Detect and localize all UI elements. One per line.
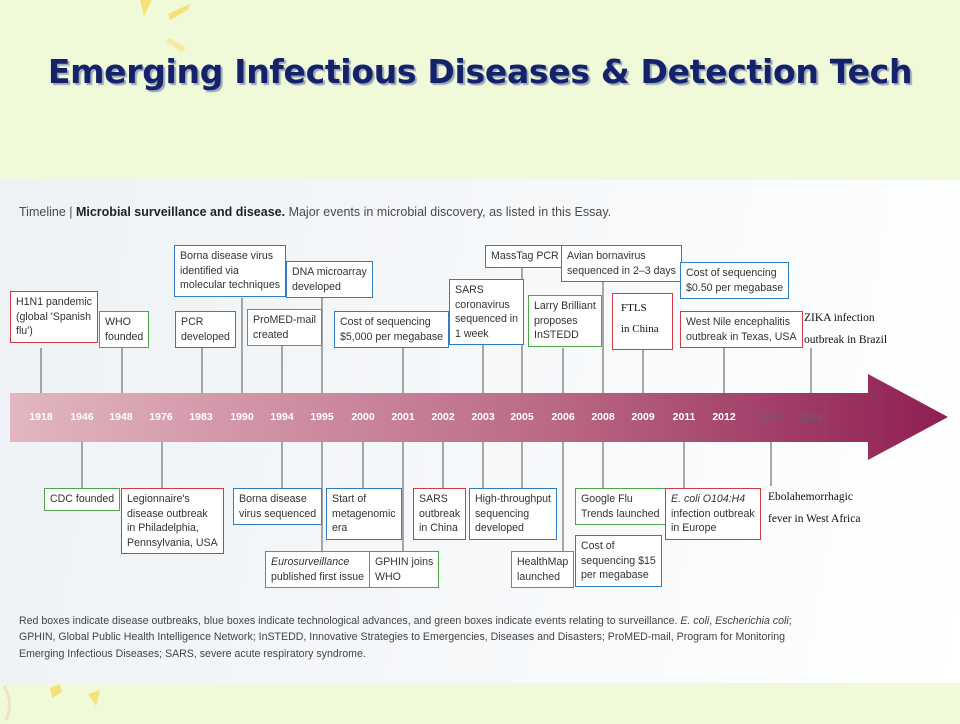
timeline-arrow xyxy=(10,374,948,460)
year-1918: 1918 xyxy=(29,411,53,423)
year-2012: 2012 xyxy=(712,411,736,423)
year-2008: 2008 xyxy=(591,411,615,423)
timeline-header: Timeline | Microbial surveillance and di… xyxy=(19,205,611,219)
decorative-strokes-bottom xyxy=(2,684,100,721)
slide-title: Emerging Infectious Diseases & Detection… xyxy=(47,52,913,91)
event-cdc-founded: CDC founded xyxy=(44,488,121,511)
year-2014: 2014 xyxy=(758,412,782,424)
event-cost-050: Cost of sequencing$0.50 per megabase xyxy=(680,262,790,300)
connector-lines xyxy=(40,267,812,551)
event-masstag-pcr: MassTag PCR xyxy=(485,245,565,268)
year-2006: 2006 xyxy=(551,411,575,423)
year-2003: 2003 xyxy=(471,411,495,423)
year-1983: 1983 xyxy=(189,411,213,423)
year-2001: 2001 xyxy=(391,411,415,423)
year-2009: 2009 xyxy=(631,411,655,423)
year-2000: 2000 xyxy=(351,411,375,423)
year-1976: 1976 xyxy=(149,411,173,423)
timeline-description: Major events in microbial discovery, as … xyxy=(285,205,612,219)
timeline-footnote: Red boxes indicate disease outbreaks, bl… xyxy=(19,615,792,660)
year-1948: 1948 xyxy=(109,411,133,423)
decorative-strokes-top xyxy=(140,0,190,52)
year-2011: 2011 xyxy=(672,411,696,423)
year-1995: 1995 xyxy=(310,411,334,423)
year-2015: 2015 xyxy=(799,412,823,424)
year-1994: 1994 xyxy=(270,411,294,423)
timeline-label: Timeline | xyxy=(19,205,76,219)
year-1990: 1990 xyxy=(230,411,254,423)
year-1946: 1946 xyxy=(70,411,94,423)
year-2002: 2002 xyxy=(431,411,455,423)
year-2005: 2005 xyxy=(510,411,534,423)
timeline-subject: Microbial surveillance and disease. xyxy=(75,205,286,219)
event-cost-5000: Cost of sequencing$5,000 per megabase xyxy=(334,311,450,349)
